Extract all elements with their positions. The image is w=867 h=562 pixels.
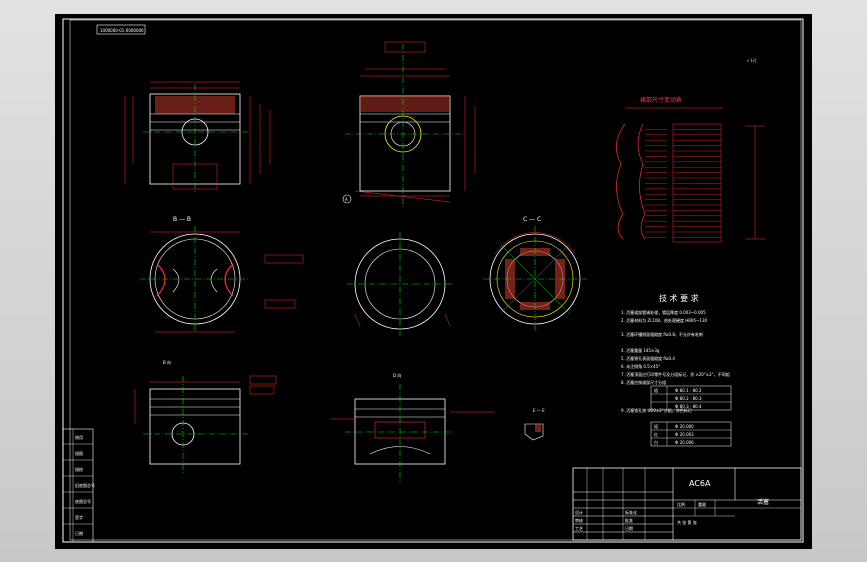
title-block-name: AC6A (689, 479, 711, 488)
svg-text:日期: 日期 (625, 525, 633, 531)
group-row-1: Ф 80.1 - 80.2 (675, 388, 702, 393)
tech-line-2: 2. 活塞材料为 ZL108，热处理硬度 HB95~130 (621, 317, 708, 323)
view-e-title: E — E (533, 408, 545, 413)
tech-line-6: 6. 未注倒角 0.5×45° (621, 363, 660, 369)
dimension-table-title: 裙部尺寸变动表 (640, 96, 682, 104)
view-b-title: B 向 (163, 359, 171, 365)
datum-a-marker (342, 194, 352, 204)
svg-text:红: 红 (654, 431, 658, 437)
svg-text:标准化: 标准化 (625, 509, 637, 515)
surface-finish-mark: √ (√) (747, 58, 757, 63)
tech-requirements-title: 技 术 要 求 (659, 293, 699, 303)
tech-requirements: 1. 活塞裙部镀锡处理，镀层厚度 0.003~0.005 2. 活塞材料为 ZL… (621, 309, 732, 447)
title-block-drawing-name: 活塞 (757, 498, 769, 506)
inner-frame (69, 19, 802, 541)
section-cc-title: C — C (523, 216, 541, 223)
view-top-circle (347, 232, 453, 336)
svg-text:日期: 日期 (75, 530, 83, 536)
svg-text:签字: 签字 (75, 514, 83, 520)
code-box-text: 1000000-01-0000000 (100, 28, 144, 33)
tech-line-4: 4. 活塞重量 145±3g (621, 347, 660, 353)
tech-line-3: 3. 活塞环槽侧面粗糙度 Ra0.8，不允许有毛刺 (621, 331, 703, 337)
code-box (96, 24, 146, 35)
svg-text:描图: 描图 (75, 450, 83, 456)
view-section-bb (140, 226, 304, 333)
view-d-title: D 向 (393, 372, 401, 378)
svg-text:组: 组 (654, 387, 658, 393)
datum-a-label: A (345, 197, 348, 202)
pin-row-3: Ф 20.006 (675, 440, 694, 445)
svg-text:组: 组 (654, 423, 658, 429)
svg-text:重量: 重量 (698, 501, 706, 507)
svg-text:借用: 借用 (75, 434, 83, 440)
svg-text:旧底图总号: 旧底图总号 (75, 482, 95, 488)
side-strip: 借用 描图 描校 旧底图总号 底图总号 签字 日期 (62, 428, 95, 543)
pin-row-2: Ф 20.003 (675, 432, 694, 437)
section-bb-title: B — B (173, 216, 191, 223)
title-block: AC6A 活塞 比例 重量 共 张 第 张 设计 审核 工艺 标准化 批准 日期 (572, 467, 802, 541)
group-row-3: Ф 80.3 - 80.4 (675, 404, 702, 409)
svg-text:批准: 批准 (625, 517, 633, 523)
outer-frame (62, 18, 804, 543)
svg-text:白: 白 (654, 439, 658, 445)
svg-text:比例: 比例 (677, 501, 685, 507)
svg-text:工艺: 工艺 (575, 526, 583, 531)
view-d (330, 384, 495, 484)
svg-text:共 张 第 张: 共 张 第 张 (677, 519, 697, 525)
view-front-section (124, 81, 271, 194)
svg-text:审核: 审核 (575, 517, 583, 523)
engineering-drawing: 1000000-01-0000000 √ (√) (62, 18, 804, 543)
svg-text:描校: 描校 (75, 466, 83, 472)
tech-line-5: 5. 活塞销孔表面粗糙度 Ra0.4 (621, 355, 675, 361)
view-front-elevation: A (342, 41, 476, 209)
view-e (524, 423, 544, 441)
pin-row-1: Ф 20.000 (675, 424, 694, 429)
tech-line-8: 8. 活塞应按裙部尺寸分组 (621, 379, 666, 385)
view-b (134, 375, 277, 474)
tech-line-7: 7. 活塞顶面应打印零件号及分组标记，涂 ±20°±2°，不同组 (621, 371, 730, 377)
skirt-dimension-table (616, 107, 765, 243)
drawing-sheet: 1000000-01-0000000 √ (√) (55, 14, 812, 549)
group-row-2: Ф 80.2 - 80.3 (675, 396, 702, 401)
svg-text:底图总号: 底图总号 (75, 498, 91, 504)
tech-line-1: 1. 活塞裙部镀锡处理，镀层厚度 0.003~0.005 (621, 309, 706, 315)
svg-text:设计: 设计 (575, 509, 583, 515)
view-section-cc (483, 226, 587, 332)
